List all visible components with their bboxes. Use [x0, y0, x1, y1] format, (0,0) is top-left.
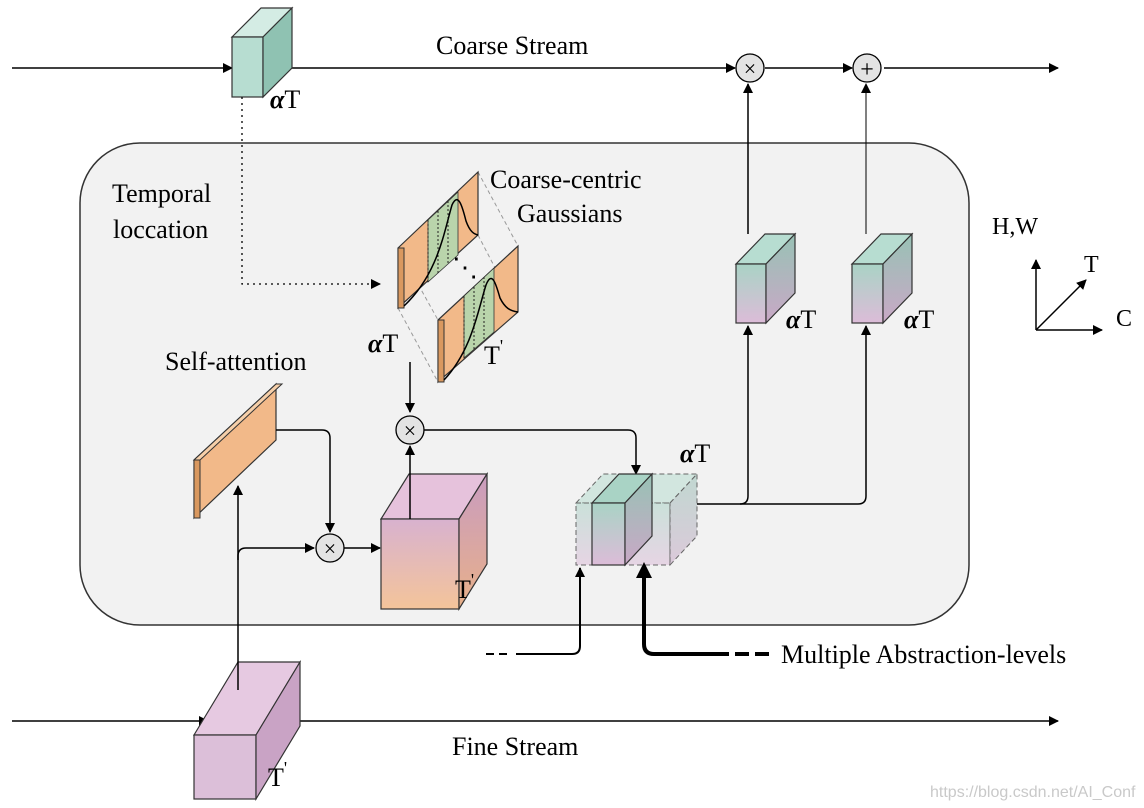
- watermark-text: https://blog.csdn.net/AI_Conf: [930, 784, 1136, 801]
- axis-hw-label: H,W: [992, 214, 1038, 240]
- gaussian-multiply-node: ×: [395, 415, 425, 445]
- fused-block: [574, 472, 699, 567]
- gaussian-alpha-t-label: αT: [368, 329, 398, 358]
- temporal-location-path: [241, 97, 381, 289]
- axis-t-label: T: [1084, 252, 1099, 278]
- coarse-stream-label: Coarse Stream: [436, 31, 588, 60]
- gaussian-ellipsis: ⋱: [452, 253, 478, 282]
- svg-text:×: ×: [744, 56, 756, 81]
- axis-c-label: C: [1116, 306, 1132, 332]
- fine-stream-label: Fine Stream: [452, 732, 578, 761]
- axes-indicator: [1031, 259, 1103, 335]
- self-attention-label: Self-attention: [165, 347, 307, 376]
- self-attention-block: [192, 382, 284, 520]
- scale-block-right: [850, 232, 914, 325]
- fused-to-right-branch: [740, 325, 871, 505]
- gaussian-slab-back: [397, 170, 519, 383]
- gaussian-slab-front: [437, 244, 519, 384]
- fine-to-multiply-arrow: [237, 543, 315, 560]
- gaussian-t-prime-label: T': [484, 336, 503, 370]
- temporal-location-label-2: loccation: [113, 215, 208, 244]
- svg-text:×: ×: [404, 418, 416, 443]
- fine-input-label: T': [268, 758, 287, 792]
- coarse-input-block: [230, 6, 294, 99]
- abstraction-input-thin: [486, 567, 585, 655]
- fine-input-block: [192, 659, 302, 802]
- coarse-centric-label-2: Gaussians: [517, 199, 622, 228]
- self-attention-to-multiply-arrow: [276, 429, 335, 533]
- multiply-to-fused-arrow: [424, 429, 641, 475]
- coarse-input-label: αT: [270, 85, 300, 114]
- temporal-location-label-1: Temporal: [112, 179, 211, 208]
- fused-block-label: αT: [680, 439, 710, 468]
- attended-feature-block: [379, 471, 489, 612]
- abstraction-levels-label: Multiple Abstraction-levels: [781, 640, 1066, 669]
- coarse-add-node: +: [852, 53, 882, 83]
- scale-block-left: [734, 232, 797, 325]
- svg-text:+: +: [860, 57, 874, 83]
- attended-feature-label: T': [455, 570, 474, 604]
- coarse-centric-label-1: Coarse-centric: [490, 165, 642, 194]
- coarse-multiply-node: ×: [735, 53, 765, 83]
- abstraction-input-thick: [636, 562, 774, 656]
- svg-text:×: ×: [324, 536, 336, 561]
- attention-multiply-node: ×: [315, 533, 345, 563]
- scale-block-right-label: αT: [904, 305, 934, 334]
- scale-block-left-label: αT: [786, 305, 816, 334]
